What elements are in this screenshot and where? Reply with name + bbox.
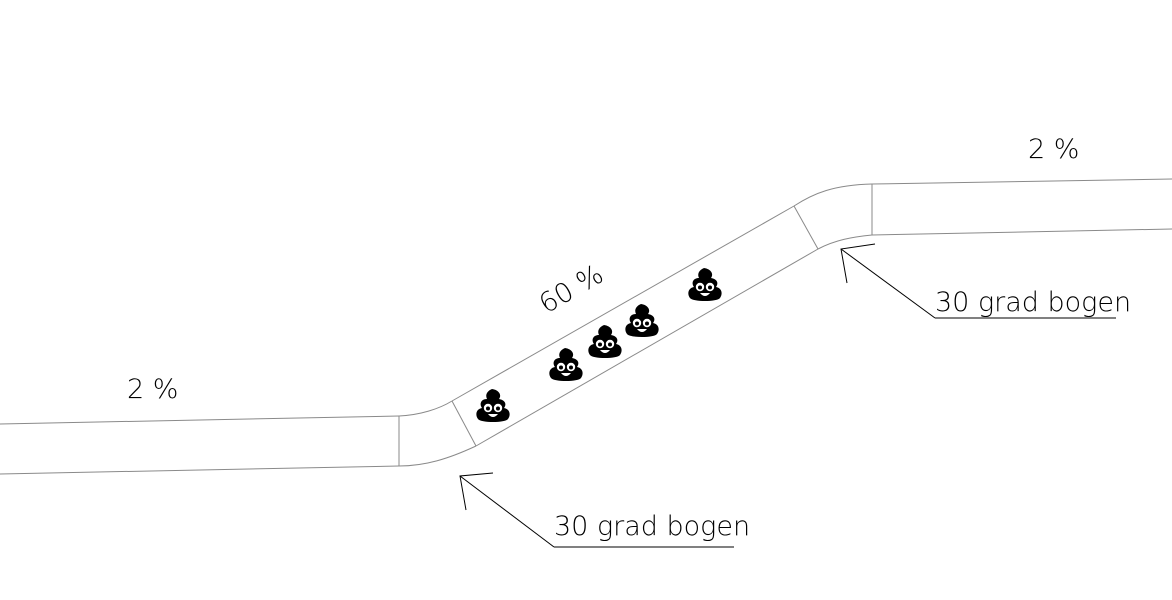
slope-label-left: 2 % bbox=[127, 374, 178, 405]
bend-label-upper: 30 grad bogen bbox=[935, 287, 1131, 318]
bend-label-lower: 30 grad bogen bbox=[554, 511, 750, 542]
pipe-inclined-segment bbox=[451, 205, 819, 447]
pipe-right-segment bbox=[871, 178, 1172, 236]
poop-emoji-icon bbox=[588, 325, 622, 358]
pipe-lower-bend bbox=[398, 400, 477, 467]
arrow-leader-upper bbox=[840, 243, 876, 284]
bend-annotation-upper: 30 grad bogen bbox=[840, 243, 1131, 319]
bend-annotation-lower: 30 grad bogen bbox=[459, 472, 750, 548]
pipe-upper-bend bbox=[793, 183, 873, 250]
poop-emoji-icon bbox=[476, 389, 510, 422]
poop-emoji-icon bbox=[549, 348, 583, 381]
pipe-left-segment bbox=[0, 415, 400, 475]
slope-label-right: 2 % bbox=[1028, 134, 1079, 165]
arrow-leader-lower bbox=[459, 472, 494, 511]
poop-emoji-icon bbox=[688, 268, 722, 301]
poop-emoji-icon bbox=[625, 304, 659, 337]
slope-label-middle: 60 % bbox=[534, 259, 609, 320]
